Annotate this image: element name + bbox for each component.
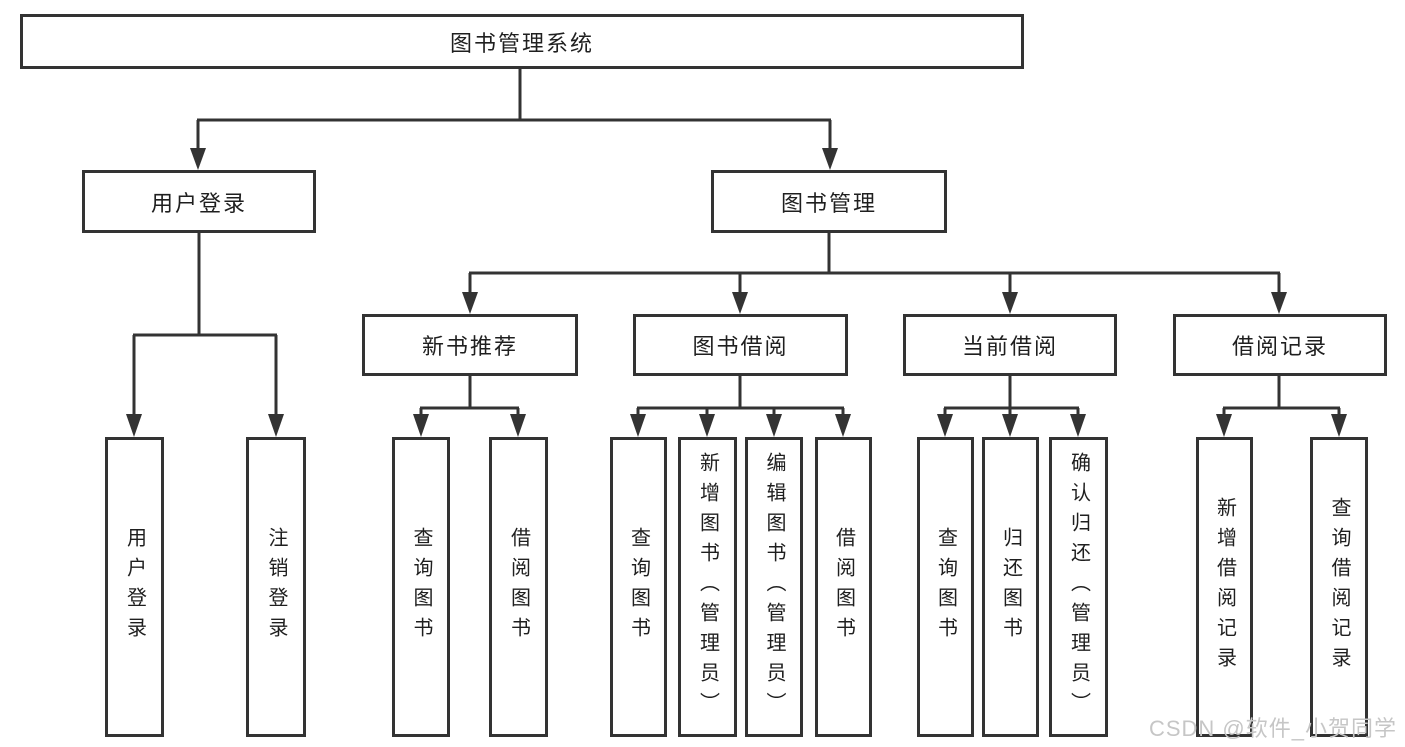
leaf-borrowing-query-books: 查询图书 bbox=[610, 437, 667, 737]
node-current-borrowing: 当前借阅 bbox=[903, 314, 1117, 376]
node-label: 图书管理系统 bbox=[449, 30, 594, 56]
node-label: 查询图书 bbox=[410, 527, 432, 647]
node-label: 编辑图书（管理员） bbox=[763, 452, 785, 722]
node-label: 归还图书 bbox=[999, 527, 1022, 647]
node-label: 查询图书 bbox=[934, 527, 957, 647]
node-label: 借阅图书 bbox=[832, 527, 855, 647]
csdn-watermark: CSDN @软件_小贺同学 bbox=[1148, 716, 1397, 741]
node-label: 借阅记录 bbox=[1231, 334, 1328, 359]
leaf-borrow-books: 借阅图书 bbox=[815, 437, 872, 737]
leaf-return-books: 归还图书 bbox=[982, 437, 1039, 737]
node-user-login: 用户登录 bbox=[82, 170, 316, 233]
node-label: 当前借阅 bbox=[961, 334, 1058, 359]
leaf-add-borrow-record: 新增借阅记录 bbox=[1196, 437, 1253, 737]
node-label: 新书推荐 bbox=[421, 334, 518, 359]
leaf-recommend-borrow-books: 借阅图书 bbox=[489, 437, 548, 737]
leaf-user-login: 用户登录 bbox=[105, 437, 164, 737]
node-label: 图书借阅 bbox=[692, 334, 789, 359]
node-book-borrowing: 图书借阅 bbox=[633, 314, 848, 376]
node-borrowing-records: 借阅记录 bbox=[1173, 314, 1387, 376]
node-label: 查询借阅记录 bbox=[1328, 497, 1350, 677]
node-label: 注销登录 bbox=[265, 527, 287, 647]
node-label: 新增图书（管理员） bbox=[696, 452, 719, 722]
leaf-confirm-return-admin: 确认归还（管理员） bbox=[1049, 437, 1108, 737]
leaf-recommend-query-books: 查询图书 bbox=[392, 437, 450, 737]
leaf-add-books-admin: 新增图书（管理员） bbox=[678, 437, 737, 737]
node-label: 用户登录 bbox=[150, 190, 247, 216]
node-new-book-recommendation: 新书推荐 bbox=[362, 314, 578, 376]
leaf-query-borrow-record: 查询借阅记录 bbox=[1310, 437, 1368, 737]
node-label: 新增借阅记录 bbox=[1213, 497, 1236, 677]
leaf-edit-books-admin: 编辑图书（管理员） bbox=[745, 437, 803, 737]
leaf-current-query-books: 查询图书 bbox=[917, 437, 974, 737]
node-book-management: 图书管理 bbox=[711, 170, 947, 233]
node-label: 查询图书 bbox=[627, 527, 650, 647]
node-label: 用户登录 bbox=[123, 527, 146, 647]
node-root-library-system: 图书管理系统 bbox=[20, 14, 1024, 69]
node-label: 借阅图书 bbox=[507, 527, 530, 647]
node-label: 图书管理 bbox=[780, 190, 877, 216]
node-label: 确认归还（管理员） bbox=[1067, 452, 1090, 722]
leaf-logout: 注销登录 bbox=[246, 437, 306, 737]
